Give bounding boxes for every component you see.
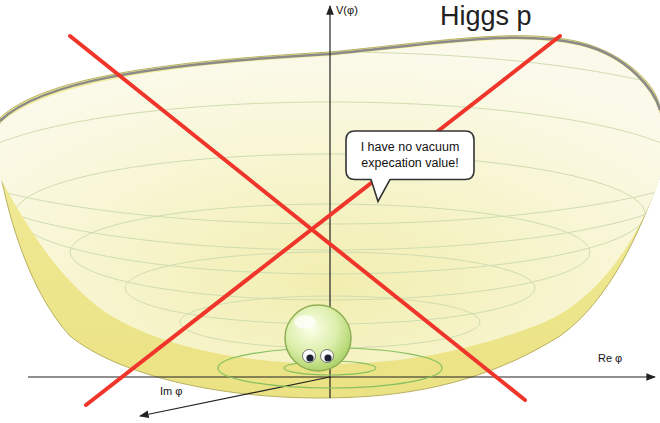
title: Higgs p [440, 2, 532, 32]
axis-label: V(φ) [336, 4, 358, 17]
im-axis [140, 377, 330, 416]
red-cross [70, 36, 560, 405]
ball-character [285, 305, 351, 371]
axis-label: Im φ [160, 385, 182, 398]
axis-label: Re φ [598, 352, 622, 365]
bubble-outline [346, 131, 474, 180]
bubble-text: I have no vacuum expecation value! [356, 139, 464, 172]
speech-bubble: I have no vacuum expecation value! [346, 131, 474, 180]
bubble-path [346, 131, 474, 202]
